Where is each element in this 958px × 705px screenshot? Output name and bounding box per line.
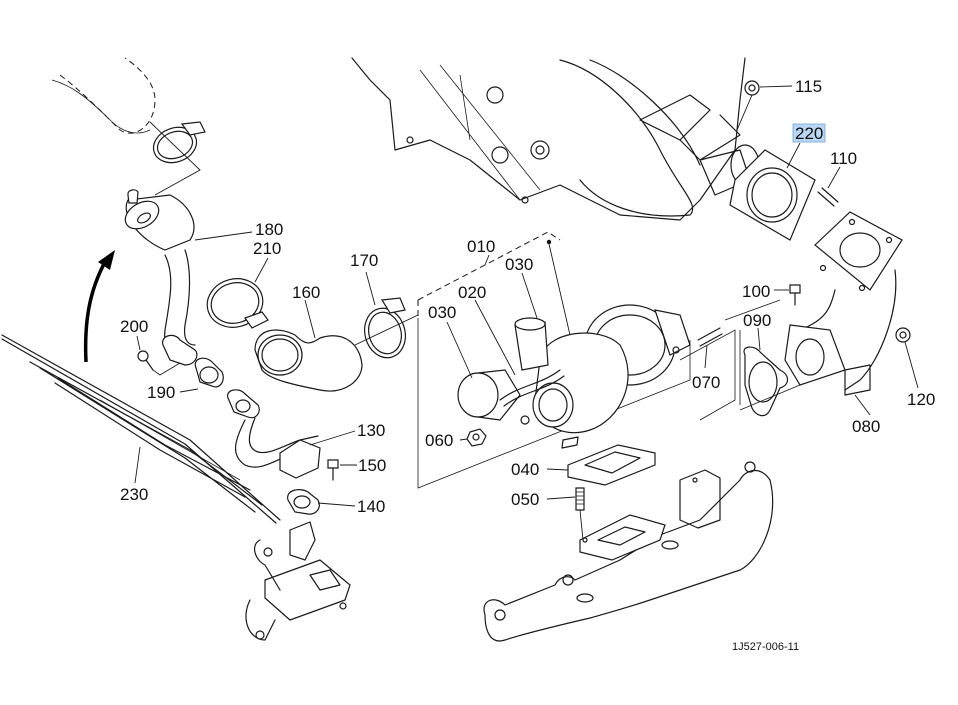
- part-050-stud[interactable]: [546, 487, 585, 541]
- callout-020-leader: [474, 299, 516, 376]
- part-160-hose[interactable]: [254, 299, 363, 392]
- callout-180[interactable]: 180: [255, 220, 283, 239]
- part-110-stud[interactable]: [817, 166, 841, 207]
- callout-100[interactable]: 100: [742, 282, 770, 301]
- callout-220[interactable]: 220: [795, 124, 823, 143]
- callout-030-upper[interactable]: 030: [505, 255, 533, 274]
- callout-140[interactable]: 140: [357, 497, 385, 516]
- part-140-gasket[interactable]: [287, 489, 356, 515]
- part-080-elbow[interactable]: [784, 211, 903, 416]
- part-150-bolt[interactable]: [327, 459, 357, 481]
- callout-115[interactable]: 115: [795, 77, 822, 96]
- callout-170[interactable]: 170: [350, 251, 378, 270]
- callout-130[interactable]: 130: [357, 421, 385, 440]
- callout-110[interactable]: 110: [830, 149, 857, 168]
- part-170-clamp[interactable]: [354, 271, 419, 362]
- callout-120[interactable]: 120: [907, 390, 935, 409]
- part-180-breather[interactable]: [120, 189, 253, 356]
- callout-060[interactable]: 060: [425, 431, 453, 450]
- part-200-bolt[interactable]: [136, 335, 186, 376]
- mounting-bracket: [245, 521, 351, 641]
- part-220-gasket[interactable]: [729, 142, 816, 241]
- callout-080[interactable]: 080: [852, 417, 880, 436]
- part-115-nut[interactable]: [736, 80, 793, 131]
- direction-arrow-icon: [83, 250, 115, 363]
- callout-160[interactable]: 160: [292, 283, 320, 302]
- part-130-pipe[interactable]: [226, 389, 356, 479]
- part-070-stud[interactable]: [697, 327, 723, 369]
- callout-190[interactable]: 190: [147, 383, 175, 402]
- callout-090[interactable]: 090: [743, 311, 771, 330]
- part-clamp-top[interactable]: [149, 121, 206, 196]
- callout-210[interactable]: 210: [253, 239, 281, 258]
- part-190-gasket[interactable]: [162, 334, 224, 393]
- part-210-clamp[interactable]: [202, 257, 269, 333]
- callout-030-lower[interactable]: 030: [428, 303, 456, 322]
- exhaust-manifold: [483, 461, 774, 642]
- part-230-heat-shield[interactable]: [1, 334, 281, 524]
- part-040-gasket[interactable]: [546, 444, 656, 486]
- drawing-number: 1J527-006-11: [732, 641, 799, 653]
- callout-070[interactable]: 070: [692, 373, 720, 392]
- part-100-bolt[interactable]: [774, 284, 801, 306]
- callout-050[interactable]: 050: [511, 490, 539, 509]
- callout-220-highlight: [792, 123, 826, 143]
- part-060-nut[interactable]: [459, 428, 487, 447]
- air-cleaner-outline: [51, 57, 156, 134]
- part-120-nut[interactable]: [895, 327, 919, 389]
- callout-230[interactable]: 230: [120, 485, 148, 504]
- callout-030-upper-leader: [521, 272, 538, 319]
- callout-020[interactable]: 020: [458, 283, 486, 302]
- callout-040[interactable]: 040: [511, 460, 539, 479]
- part-090-gasket[interactable]: [743, 327, 789, 417]
- callout-010[interactable]: 010: [467, 237, 495, 256]
- part-010-turbocharger[interactable]: [417, 231, 691, 489]
- engine-housing: [351, 57, 760, 221]
- callout-150[interactable]: 150: [358, 456, 386, 475]
- callout-030-lower-leader: [446, 321, 473, 379]
- callout-200[interactable]: 200: [120, 317, 148, 336]
